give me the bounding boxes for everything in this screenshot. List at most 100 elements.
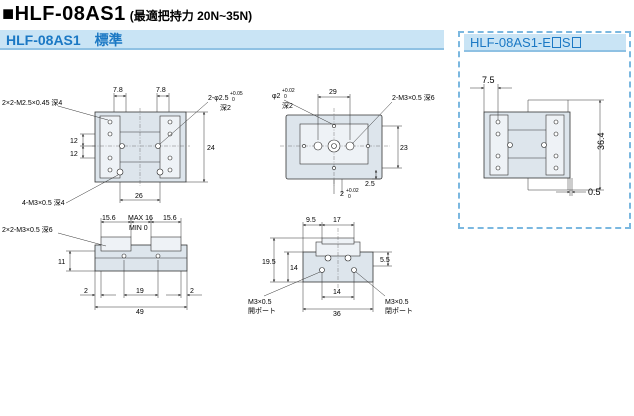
option-label-prefix: HLF-08AS1-E xyxy=(470,35,551,50)
grip-force-subtitle: (最適把持力 20N~35N) xyxy=(129,9,253,23)
front-view: 2×2-M3×0.5 深6 15.6 MAX 16 15.6 MIN 0 11 … xyxy=(2,215,202,316)
dim-11: 11 xyxy=(58,259,65,266)
dim-24: 24 xyxy=(207,145,215,152)
pin-hole-icon xyxy=(155,143,161,149)
callout-pin-2: φ2 xyxy=(272,93,281,100)
tol-upper: +0.05 xyxy=(230,91,243,97)
tap-hole-icon xyxy=(495,119,501,125)
callout-tap-m3: 2-M3×0.5 深6 xyxy=(392,93,435,102)
dim-7-5: 7.5 xyxy=(482,75,495,85)
tol-upper: +0.02 xyxy=(282,88,295,94)
dim-2-right: 2 xyxy=(190,288,194,295)
tap-hole-icon xyxy=(121,253,127,259)
tap-hole-icon xyxy=(553,119,559,125)
dim-23: 23 xyxy=(400,145,408,152)
dim-2-5: 2.5 xyxy=(365,181,375,188)
port-hole-icon xyxy=(351,267,357,273)
dim-12-lower: 12 xyxy=(70,151,78,158)
dim-36-4: 36.4 xyxy=(596,132,606,150)
pin-hole-icon xyxy=(332,166,336,170)
dim-7-8-left: 7.8 xyxy=(113,87,123,94)
tap-hole-icon xyxy=(107,167,113,173)
dim-19-5: 19.5 xyxy=(262,259,276,266)
option-label-mid: S xyxy=(561,35,571,50)
tap-hole-icon xyxy=(324,254,332,262)
callout-front-tap: 2×2-M3×0.5 深6 xyxy=(2,225,53,234)
callout-pin-depth: 深2 xyxy=(220,103,231,112)
tap-hole-icon xyxy=(553,165,559,171)
tap-hole-icon xyxy=(107,155,113,161)
pin-hole-icon xyxy=(332,124,336,128)
tap-hole-icon xyxy=(167,167,173,173)
center-bore-inner xyxy=(331,143,337,149)
mount-hole-icon xyxy=(156,168,164,176)
tap-hole-icon xyxy=(167,155,173,161)
dim-29: 29 xyxy=(329,89,337,96)
dim-max-16: MAX 16 xyxy=(128,215,153,222)
callout-pin: 2-φ2.5 xyxy=(208,95,229,102)
tap-hole-icon xyxy=(553,153,559,159)
top-view: 7.8 7.8 2×2-M2.5×0.45 深4 2-φ2.5 +0.05 0 … xyxy=(2,87,243,207)
placeholder-box-icon xyxy=(571,37,581,48)
tap-hole-icon xyxy=(155,253,161,259)
dim-2: 2 xyxy=(340,191,344,198)
callout-bottom-tap: 4-M3×0.5 深4 xyxy=(22,198,65,207)
callout-side-tap: 2×2-M2.5×0.45 深4 xyxy=(2,98,62,107)
dim-0-5: 0.5 xyxy=(588,187,601,197)
dim-15-6-right: 15.6 xyxy=(163,215,177,222)
pin-hole-icon xyxy=(541,142,547,148)
tap-hole-icon xyxy=(167,119,173,125)
dim-19: 19 xyxy=(136,288,144,295)
port-right-spec: M3×0.5 xyxy=(385,299,409,306)
page-title: ■HLF-08AS1(最適把持力 20N~35N) xyxy=(2,3,252,27)
dim-36: 36 xyxy=(333,311,341,318)
tap-hole-icon xyxy=(313,141,323,151)
tol-lower: 0 xyxy=(232,97,235,103)
port-right-label: 閉ポート xyxy=(385,307,413,315)
tap-hole-icon xyxy=(495,165,501,171)
tap-hole-icon xyxy=(107,119,113,125)
option-panel-frame xyxy=(458,31,631,229)
pin-hole-icon xyxy=(366,144,370,148)
dim-15-6-left: 15.6 xyxy=(102,215,116,222)
dim-14-left: 14 xyxy=(290,265,298,272)
dim-49: 49 xyxy=(136,309,144,316)
model-title: ■HLF-08AS1 xyxy=(2,3,126,25)
tap-hole-icon xyxy=(107,131,113,137)
dim-2-left: 2 xyxy=(84,288,88,295)
front-view-jaw-left xyxy=(100,236,132,252)
option-view: 7.5 36.4 0.5 xyxy=(470,75,606,197)
dim-14-bottom: 14 xyxy=(333,289,341,296)
option-sensor-bracket xyxy=(527,99,569,112)
option-section-header: HLF-08AS1-E S xyxy=(464,34,626,52)
port-left-label: 開ポート xyxy=(248,307,276,315)
pin-hole-icon xyxy=(507,142,513,148)
standard-section-header: HLF-08AS1 標準 xyxy=(0,30,444,50)
tol-upper: +0.02 xyxy=(346,188,359,194)
tap-hole-icon xyxy=(495,153,501,159)
dim-7-8-right: 7.8 xyxy=(156,87,166,94)
port-left-spec: M3×0.5 xyxy=(248,299,272,306)
tap-hole-icon xyxy=(167,131,173,137)
placeholder-box-icon xyxy=(551,37,561,48)
tap-hole-icon xyxy=(553,131,559,137)
tol-lower: 0 xyxy=(348,194,351,200)
callout-pin-2-depth: 深2 xyxy=(282,101,293,110)
tap-hole-icon xyxy=(495,131,501,137)
end-view: 9.5 17 19.5 14 5.5 14 36 M3×0.5 開ポート M3×… xyxy=(248,217,413,318)
front-view-jaw-right xyxy=(150,236,182,252)
dim-26: 26 xyxy=(135,193,143,200)
right-side-view: φ2 +0.02 0 深2 29 2-M3×0.5 深6 23 2.5 2 +0… xyxy=(272,88,435,200)
dim-12-upper: 12 xyxy=(70,138,78,145)
pin-hole-icon xyxy=(302,144,306,148)
port-hole-icon xyxy=(319,267,325,273)
dim-17: 17 xyxy=(333,217,341,224)
option-sensor-bracket-bottom xyxy=(527,178,569,191)
pin-hole-icon xyxy=(119,143,125,149)
mount-hole-icon xyxy=(116,168,124,176)
dim-9-5: 9.5 xyxy=(306,217,316,224)
dim-min-0: MIN 0 xyxy=(129,225,148,232)
dim-5-5: 5.5 xyxy=(380,257,390,264)
tap-hole-icon xyxy=(344,254,352,262)
